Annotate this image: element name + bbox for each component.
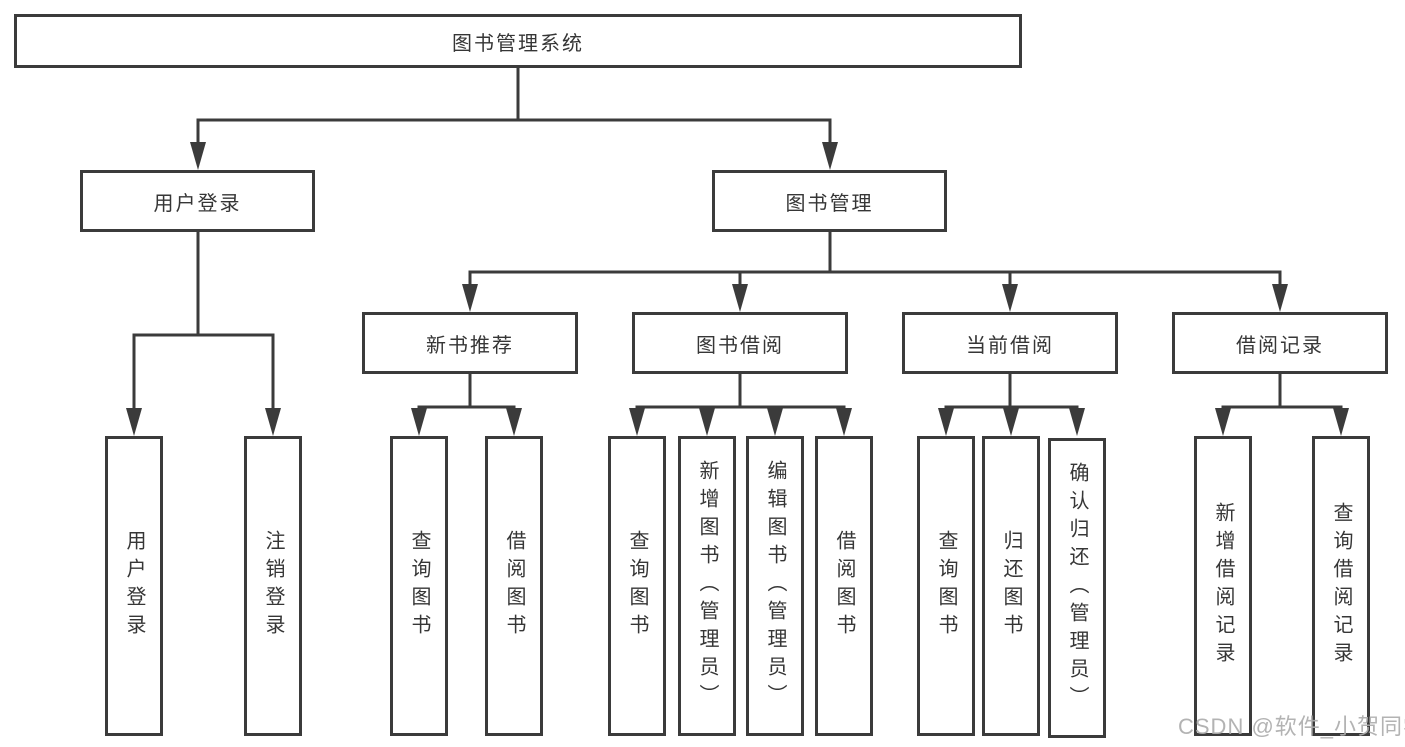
node-new-book-recommend: 新书推荐 — [362, 312, 578, 374]
leaf-query-books-recommend: 查询图书 — [390, 436, 448, 736]
watermark: CSDN @软件_小贺同学 — [1178, 714, 1405, 739]
leaf-query-books-recommend-label: 查询图书 — [408, 530, 430, 642]
arrowhead — [732, 284, 748, 312]
arrowhead — [1333, 408, 1349, 436]
leaf-confirm-return-admin: 确认归还（管理员） — [1048, 438, 1106, 738]
arrowhead — [506, 408, 522, 436]
leaf-query-books-current: 查询图书 — [917, 436, 975, 736]
leaf-query-books-current-label: 查询图书 — [935, 530, 957, 642]
arrowhead — [411, 408, 427, 436]
node-book-borrow-label: 图书借阅 — [696, 334, 784, 357]
arrowhead — [462, 284, 478, 312]
leaf-query-books-borrow-label: 查询图书 — [626, 530, 648, 642]
node-user-login-label: 用户登录 — [153, 192, 242, 215]
node-root: 图书管理系统 — [14, 14, 1022, 68]
leaf-user-login-label: 用户登录 — [123, 530, 145, 642]
leaf-add-book-admin-label: 新增图书（管理员） — [696, 460, 718, 712]
arrowhead — [1003, 408, 1019, 436]
node-user-login: 用户登录 — [80, 170, 315, 232]
leaf-logout-label: 注销登录 — [262, 530, 284, 642]
leaf-query-borrow-record-label: 查询借阅记录 — [1330, 502, 1352, 670]
connector-lines-group — [132, 67, 1343, 412]
arrowhead — [190, 142, 206, 170]
node-book-borrow: 图书借阅 — [632, 312, 848, 374]
leaf-borrow-books-recommend: 借阅图书 — [485, 436, 543, 736]
node-new-book-recommend-label: 新书推荐 — [426, 334, 514, 357]
arrowhead — [1215, 408, 1231, 436]
leaf-borrow-books-2-label: 借阅图书 — [833, 530, 855, 642]
leaf-borrow-books-recommend-label: 借阅图书 — [503, 530, 525, 642]
node-current-borrow-label: 当前借阅 — [966, 334, 1054, 357]
leaf-user-login: 用户登录 — [105, 436, 163, 736]
node-book-management-label: 图书管理 — [785, 192, 874, 215]
arrowheads-group — [126, 142, 1349, 436]
leaf-edit-book-admin: 编辑图书（管理员） — [746, 436, 804, 736]
arrowhead — [767, 408, 783, 436]
leaf-confirm-return-admin-label: 确认归还（管理员） — [1066, 462, 1088, 714]
node-current-borrow: 当前借阅 — [902, 312, 1118, 374]
arrowhead — [1002, 284, 1018, 312]
leaf-logout: 注销登录 — [244, 436, 302, 736]
leaf-add-borrow-record-label: 新增借阅记录 — [1212, 502, 1234, 670]
leaf-query-books-borrow: 查询图书 — [608, 436, 666, 736]
leaf-edit-book-admin-label: 编辑图书（管理员） — [764, 460, 786, 712]
arrowhead — [822, 142, 838, 170]
node-borrow-records: 借阅记录 — [1172, 312, 1388, 374]
leaf-add-book-admin: 新增图书（管理员） — [678, 436, 736, 736]
leaf-return-books: 归还图书 — [982, 436, 1040, 736]
node-root-label: 图书管理系统 — [452, 32, 584, 55]
node-book-management: 图书管理 — [712, 170, 947, 232]
arrowhead — [699, 408, 715, 436]
arrowhead — [836, 408, 852, 436]
arrowhead — [265, 408, 281, 436]
arrowhead — [629, 408, 645, 436]
leaf-add-borrow-record: 新增借阅记录 — [1194, 436, 1252, 736]
leaf-return-books-label: 归还图书 — [1000, 530, 1022, 642]
leaf-borrow-books-2: 借阅图书 — [815, 436, 873, 736]
node-borrow-records-label: 借阅记录 — [1236, 334, 1324, 357]
arrowhead — [938, 408, 954, 436]
arrowhead — [1069, 408, 1085, 436]
arrowhead — [1272, 284, 1288, 312]
arrowhead — [126, 408, 142, 436]
leaf-query-borrow-record: 查询借阅记录 — [1312, 436, 1370, 736]
